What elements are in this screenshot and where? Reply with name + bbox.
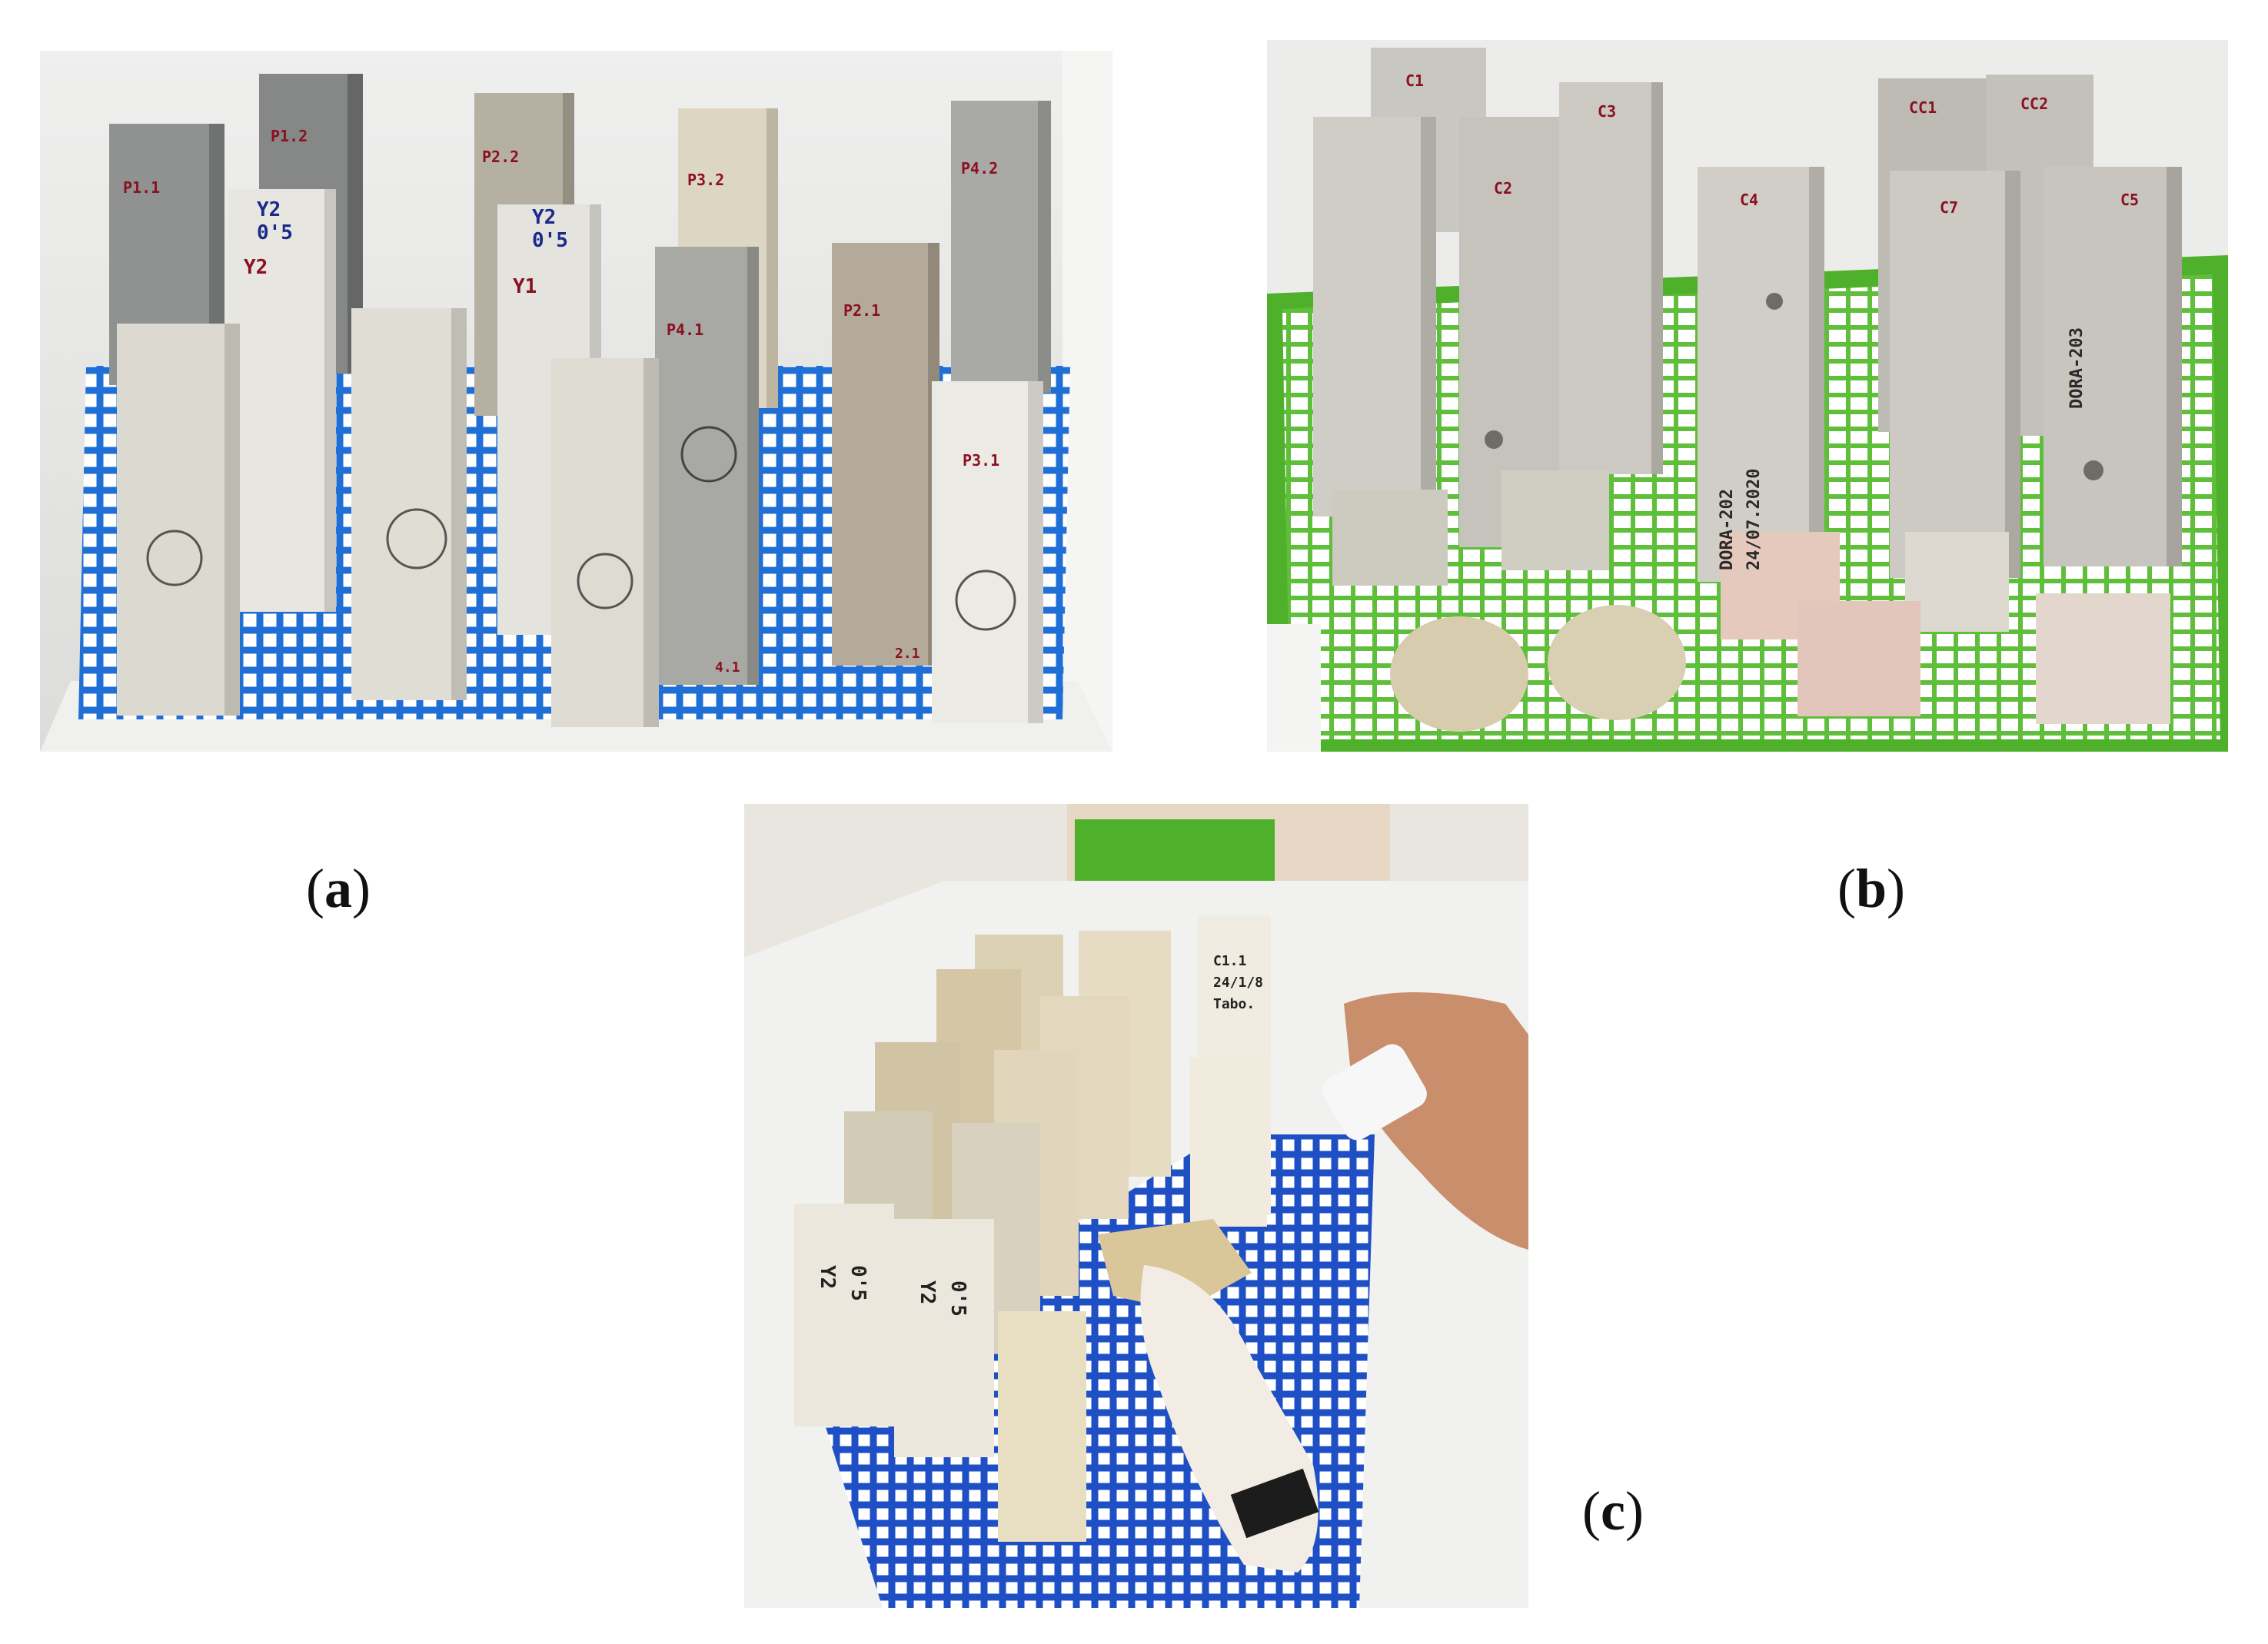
label-c5: C5 (2120, 191, 2139, 209)
prism-front-1 (117, 324, 240, 716)
prism-front-3 (551, 358, 659, 727)
label-y2-top-a: Y2 (257, 198, 281, 221)
label-cc1: CC1 (1909, 98, 1937, 117)
label-p2-2: P2.2 (482, 148, 519, 166)
caption-b: (b) (1837, 861, 1905, 916)
cube-1 (1332, 490, 1448, 586)
label-p4-1: P4.1 (667, 320, 703, 339)
caption-b-open: ( (1837, 858, 1856, 919)
panel-c-scene: C1.1 24/1/8 Tabo. Y2 0'5 Y2 0'5 (744, 804, 1528, 1608)
label-c1: C1 (1405, 71, 1424, 90)
prism-p4-2 (951, 101, 1051, 393)
handwriting-date: 24/07.2020 (1744, 469, 1764, 570)
caption-c-letter: c (1600, 1480, 1625, 1542)
label-c2: C2 (1494, 179, 1512, 198)
label-p3-2: P3.2 (687, 171, 724, 189)
photo-panel-a: P1.1 P1.2 P2.2 P3.2 P4.2 P4.1 P2.1 P3.1 … (40, 51, 1112, 752)
caption-b-close: ) (1887, 858, 1906, 919)
crumbled-sample-1 (1390, 616, 1528, 732)
caption-a-close: ) (351, 858, 371, 919)
label-y2: Y2 (244, 256, 268, 279)
wristwatch (1230, 1468, 1319, 1539)
label-05-c-a: 0'5 (846, 1265, 870, 1301)
label-p1-1: P1.1 (123, 178, 160, 197)
panel-a-scene: P1.1 P1.2 P2.2 P3.2 P4.2 P4.1 P2.1 P3.1 … (40, 51, 1112, 752)
cube-4 (2036, 593, 2170, 724)
cube-pink-2 (1797, 601, 1920, 716)
cube-3 (1905, 532, 2009, 632)
cube-in-hand (1098, 1219, 1252, 1311)
prism-c7 (1890, 171, 2020, 578)
caption-c-close: ) (1625, 1480, 1644, 1542)
prism-c4 (1698, 167, 1824, 582)
prism-front-2 (351, 308, 467, 700)
label-p1-2: P1.2 (271, 127, 308, 145)
caption-a: (a) (306, 861, 371, 916)
prism-side-left (1313, 117, 1436, 516)
spray-bottle (1322, 1044, 1427, 1141)
caption-c-open: ( (1582, 1480, 1601, 1542)
photo-panel-b: C1 C2 C3 C4 CC1 CC2 C7 C5 DORA-202 24/07… (1267, 40, 2228, 752)
cube-2 (1501, 470, 1609, 570)
prism-y2-a (794, 1204, 894, 1426)
prism-p4-1 (655, 247, 759, 685)
prism-labelled (1190, 1058, 1267, 1227)
label-p3-1: P3.1 (963, 451, 999, 470)
label-cc2: CC2 (2020, 95, 2048, 113)
label-05-c-b: 0'5 (946, 1280, 969, 1317)
label-c4: C4 (1740, 191, 1758, 209)
prism-front-c (998, 1311, 1086, 1542)
prism-y2-b (894, 1219, 994, 1457)
label-y2-c-a: Y2 (816, 1265, 839, 1289)
handwriting-dora-203: DORA-203 (2067, 327, 2087, 409)
label-4-1: 4.1 (715, 659, 740, 676)
label-y2-top-b: Y2 (532, 206, 556, 229)
label-2-1: 2.1 (895, 646, 920, 662)
prism-y2-05-a (228, 189, 336, 612)
prism-c3 (1559, 82, 1663, 474)
caption-a-open: ( (306, 858, 324, 919)
caption-a-letter: a (324, 858, 352, 919)
label-c1-1-date: 24/1/8 (1213, 975, 1263, 991)
label-c1-1-tabo: Tabo. (1213, 996, 1255, 1012)
label-c7: C7 (1940, 198, 1958, 217)
label-c3: C3 (1598, 102, 1616, 121)
photo-panel-c: C1.1 24/1/8 Tabo. Y2 0'5 Y2 0'5 (744, 804, 1528, 1608)
label-05-a: 0'5 (257, 221, 293, 244)
prism-c5 (2044, 167, 2182, 566)
label-y2-c-b: Y2 (916, 1280, 939, 1304)
label-c1-1: C1.1 (1213, 953, 1246, 969)
prism-p3-1 (932, 381, 1043, 723)
label-05-b: 0'5 (532, 229, 568, 252)
caption-c: (c) (1582, 1483, 1644, 1539)
label-y1: Y1 (513, 275, 537, 298)
label-p2-1: P2.1 (843, 301, 880, 320)
caption-b-letter: b (1855, 858, 1887, 919)
label-p4-2: P4.2 (961, 159, 998, 178)
crumbled-sample-2 (1548, 605, 1686, 720)
handwriting-dora-202: DORA-202 (1718, 489, 1737, 570)
panel-b-scene: C1 C2 C3 C4 CC1 CC2 C7 C5 DORA-202 24/07… (1267, 40, 2228, 752)
prism-p2-1 (832, 243, 939, 666)
